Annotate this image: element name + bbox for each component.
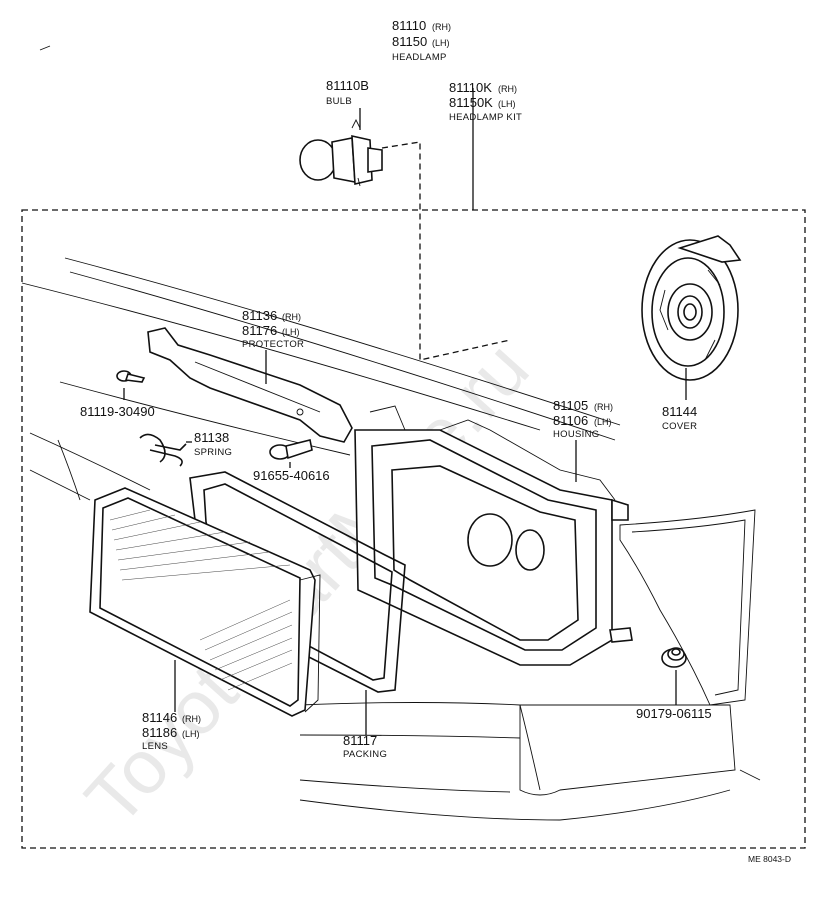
label-lens: 81146 (RH) 81186 (LH) LENS — [142, 710, 201, 752]
headlamp-kit-part-number-lh: 81150K — [449, 95, 493, 110]
headlamp-kit-part-number-rh: 81110K — [449, 80, 492, 95]
lens-part-number-lh: 81186 — [142, 725, 177, 740]
packing-part-number: 81117 — [343, 733, 377, 748]
headlamp-part-number-lh: 81150 — [392, 34, 427, 49]
bulb-part-number: 81110B — [326, 78, 369, 93]
headlamp-suffix-rh: (RH) — [432, 22, 451, 32]
cover[interactable] — [641, 235, 742, 381]
housing-suffix-lh: (LH) — [594, 417, 612, 427]
label-packing: 81117 PACKING — [343, 733, 387, 760]
stray-mark — [39, 45, 51, 51]
protector-name: PROTECTOR — [242, 339, 304, 350]
cover-name: COVER — [662, 421, 697, 432]
housing-suffix-rh: (RH) — [594, 402, 613, 412]
housing-part-number-rh: 81105 — [553, 398, 588, 413]
label-screw: 81119-30490 — [80, 404, 155, 419]
label-bolt: 91655-40616 — [253, 468, 330, 483]
lens-name: LENS — [142, 741, 168, 752]
label-protector: 81136 (RH) 81176 (LH) PROTECTOR — [242, 308, 304, 350]
lens[interactable] — [89, 487, 321, 717]
headlamp-suffix-lh: (LH) — [432, 38, 450, 48]
protector-suffix-lh: (LH) — [282, 327, 300, 337]
label-bulb: 81110B BULB — [326, 78, 369, 107]
cover-part-number: 81144 — [662, 404, 697, 419]
label-housing: 81105 (RH) 81106 (LH) HOUSING — [553, 398, 613, 440]
spring-name: SPRING — [194, 447, 232, 458]
housing-part-number-lh: 81106 — [553, 413, 588, 428]
lens-part-number-rh: 81146 — [142, 710, 177, 725]
headlamp-kit-name: HEADLAMP KIT — [449, 112, 522, 123]
label-headlamp-kit: 81110K (RH) 81150K (LH) HEADLAMP KIT — [449, 80, 522, 123]
vehicle-body-panel — [21, 257, 761, 821]
protector-suffix-rh: (RH) — [282, 312, 301, 322]
label-grommet: 90179-06115 — [636, 706, 712, 721]
leader-lines — [123, 108, 687, 735]
headlamp-kit-suffix-lh: (LH) — [498, 99, 516, 109]
screw-part-number: 81119-30490 — [80, 404, 155, 419]
spring-part-number: 81138 — [194, 430, 229, 445]
protector[interactable] — [147, 327, 353, 443]
bulb[interactable] — [299, 118, 511, 361]
packing-name: PACKING — [343, 749, 387, 760]
assembly-frame — [21, 88, 806, 849]
label-headlamp: 81110 (RH) 81150 (LH) HEADLAMP — [392, 18, 451, 63]
housing[interactable] — [354, 405, 633, 666]
label-cover: 81144 COVER — [662, 404, 697, 432]
grommet-part-number: 90179-06115 — [636, 706, 712, 721]
headlamp-name: HEADLAMP — [392, 52, 447, 63]
headlamp-kit-suffix-rh: (RH) — [498, 84, 517, 94]
grommet[interactable] — [661, 647, 687, 668]
bolt[interactable] — [269, 439, 313, 460]
lens-suffix-lh: (LH) — [182, 729, 200, 739]
screw[interactable] — [116, 370, 146, 383]
lens-suffix-rh: (RH) — [182, 714, 201, 724]
label-spring: 81138 SPRING — [194, 430, 232, 458]
spring[interactable] — [139, 433, 187, 467]
bulb-name: BULB — [326, 96, 352, 107]
bolt-part-number: 91655-40616 — [253, 468, 330, 483]
headlamp-part-number-rh: 81110 — [392, 18, 426, 33]
drawing-code: ME 8043-D — [748, 854, 791, 864]
housing-name: HOUSING — [553, 429, 599, 440]
protector-part-number-rh: 81136 — [242, 308, 277, 323]
protector-part-number-lh: 81176 — [242, 323, 277, 338]
